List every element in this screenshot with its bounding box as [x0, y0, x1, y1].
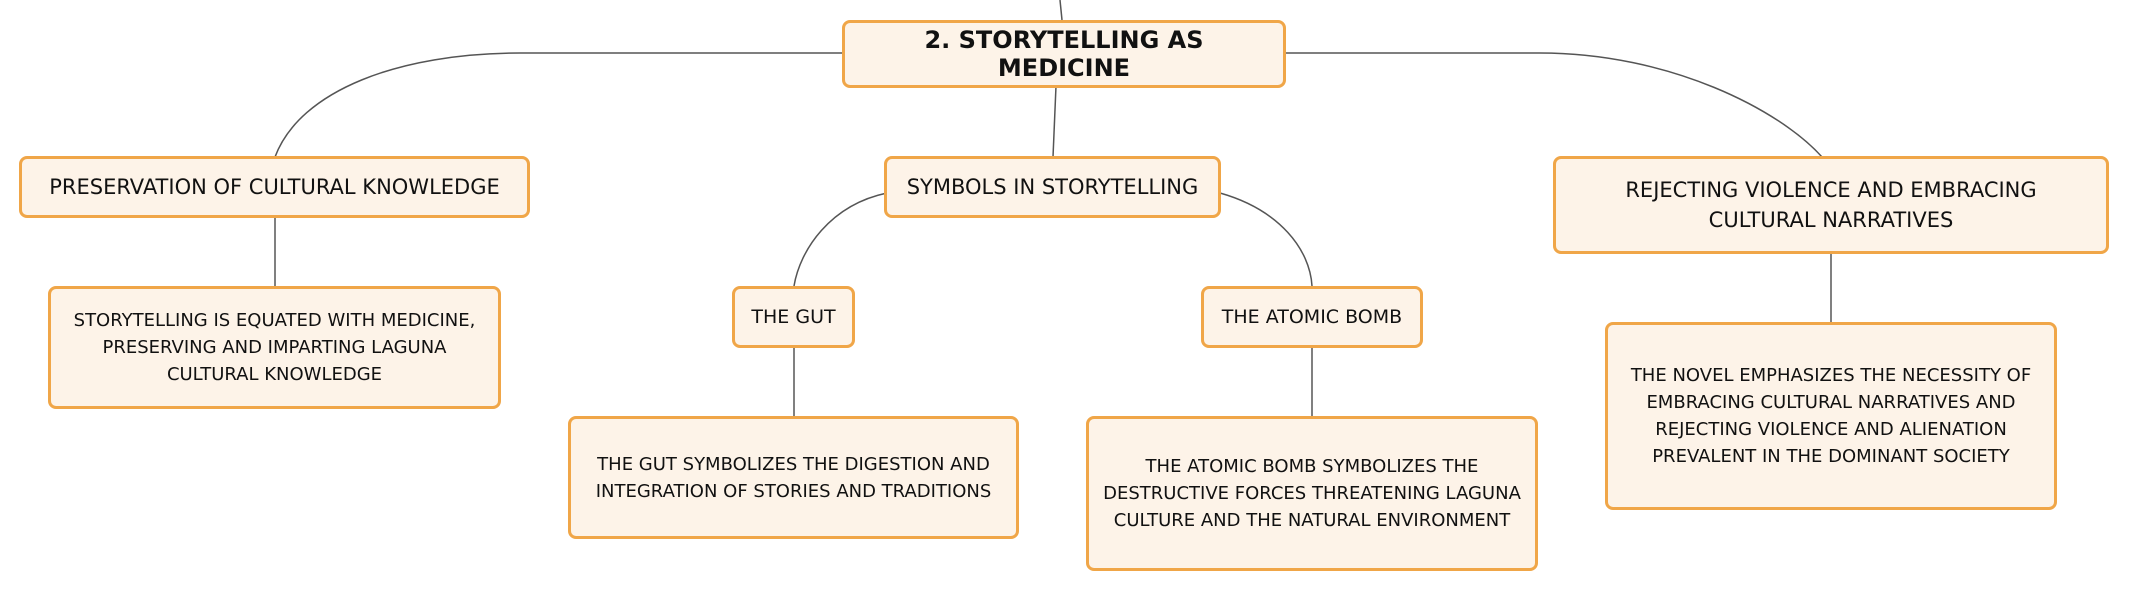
connector-root-to-rejecting — [1284, 52, 1823, 158]
branch-preservation-node[interactable]: PRESERVATION OF CULTURAL KNOWLEDGE — [19, 156, 530, 218]
branch-rejecting-node[interactable]: REJECTING VIOLENCE AND EMBRACING CULTURA… — [1553, 156, 2109, 254]
branch-rejecting-label: REJECTING VIOLENCE AND EMBRACING CULTURA… — [1625, 178, 2037, 232]
gut-label: THE GUT — [751, 305, 836, 328]
rejecting-detail-node[interactable]: THE NOVEL EMPHASIZES THE NECESSITY OF EM… — [1605, 322, 2057, 510]
gut-detail-text: THE GUT SYMBOLIZES THE DIGESTION AND INT… — [595, 453, 992, 502]
gut-node[interactable]: THE GUT — [732, 286, 855, 348]
connector-symbols-to-bomb — [1219, 192, 1313, 287]
atomic-bomb-node[interactable]: THE ATOMIC BOMB — [1201, 286, 1423, 348]
atomic-bomb-detail-node[interactable]: THE ATOMIC BOMB SYMBOLIZES THE DESTRUCTI… — [1086, 416, 1538, 571]
connector-symbols-to-gut — [793, 192, 888, 287]
root-node[interactable]: 2. STORYTELLING AS MEDICINE — [842, 20, 1286, 88]
rejecting-detail-text: THE NOVEL EMPHASIZES THE NECESSITY OF EM… — [1630, 365, 2032, 467]
preservation-detail-node[interactable]: STORYTELLING IS EQUATED WITH MEDICINE, P… — [48, 286, 501, 409]
root-node-label: 2. STORYTELLING AS MEDICINE — [924, 26, 1204, 82]
atomic-bomb-label: THE ATOMIC BOMB — [1221, 305, 1403, 328]
preservation-detail-text: STORYTELLING IS EQUATED WITH MEDICINE, P… — [73, 310, 476, 385]
connector-root-to-preservation — [274, 52, 843, 158]
gut-detail-node[interactable]: THE GUT SYMBOLIZES THE DIGESTION AND INT… — [568, 416, 1019, 539]
connector-root-to-symbols — [1052, 85, 1057, 158]
branch-symbols-node[interactable]: SYMBOLS IN STORYTELLING — [884, 156, 1221, 218]
branch-preservation-label: PRESERVATION OF CULTURAL KNOWLEDGE — [49, 175, 500, 199]
atomic-bomb-detail-text: THE ATOMIC BOMB SYMBOLIZES THE DESTRUCTI… — [1103, 456, 1521, 531]
branch-symbols-label: SYMBOLS IN STORYTELLING — [906, 175, 1199, 199]
connector-parent-to-root — [1059, 0, 1063, 21]
